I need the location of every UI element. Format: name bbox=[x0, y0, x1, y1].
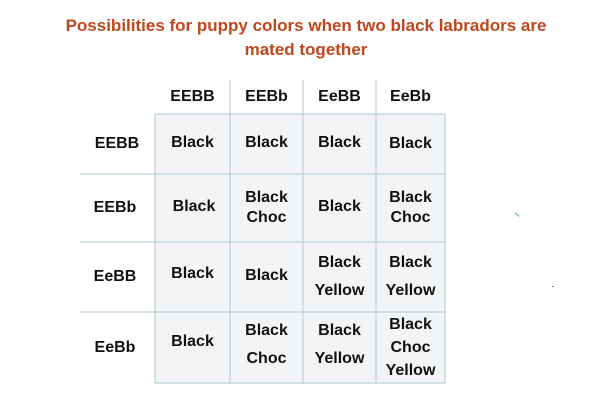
punnett-cell: Black Yellow bbox=[376, 246, 445, 308]
cell-line: Choc bbox=[246, 209, 287, 226]
punnett-cell: Black bbox=[230, 114, 303, 172]
punnett-cell: Black Yellow bbox=[303, 314, 376, 376]
cell-line: Black bbox=[245, 322, 288, 339]
punnett-cell: Black Choc bbox=[230, 314, 303, 376]
cell-line: Black bbox=[318, 254, 361, 271]
title-line-2: mated together bbox=[244, 40, 368, 59]
cell-line: Black bbox=[171, 134, 214, 151]
page-title: Possibilities for puppy colors when two … bbox=[0, 14, 612, 62]
cell-line: Black bbox=[318, 322, 361, 339]
cell-line: Black bbox=[318, 198, 361, 215]
punnett-cell: Black bbox=[303, 174, 376, 240]
col-header: EeBb bbox=[390, 88, 431, 105]
row-header: EeBB bbox=[93, 268, 137, 285]
title-line-1: Possibilities for puppy colors when two … bbox=[65, 16, 547, 35]
row-header: EEBb bbox=[93, 199, 137, 216]
cell-line: Black bbox=[389, 254, 432, 271]
punnett-cell: Black Choc bbox=[376, 174, 445, 242]
punnett-cell: Black bbox=[155, 114, 230, 172]
cell-line: Black bbox=[389, 135, 432, 152]
cell-line: Yellow bbox=[314, 350, 365, 367]
cell-line: Yellow bbox=[314, 282, 365, 299]
punnett-cell: Black Yellow bbox=[303, 246, 376, 308]
cell-line: Black bbox=[389, 189, 432, 206]
col-header: EEBB bbox=[170, 88, 215, 105]
cell-line: Choc bbox=[390, 209, 431, 226]
punnett-cell: Black bbox=[230, 242, 303, 310]
grid-background bbox=[155, 114, 445, 383]
cell-line: Black bbox=[171, 265, 214, 282]
cell-line: Yellow bbox=[385, 361, 436, 379]
col-header: EEBb bbox=[245, 88, 288, 105]
cell-line: Black bbox=[245, 267, 288, 284]
punnett-cell: Black bbox=[303, 114, 376, 172]
cell-line: Black bbox=[318, 134, 361, 151]
cell-line: Black bbox=[245, 189, 288, 206]
cell-line: Black bbox=[245, 134, 288, 151]
cell-line: Choc bbox=[390, 338, 431, 356]
cell-line: Yellow bbox=[385, 282, 436, 299]
cell-line: Choc bbox=[246, 350, 287, 367]
punnett-cell: Black bbox=[376, 114, 445, 174]
row-header: EEBB bbox=[94, 135, 140, 152]
col-header: EeBB bbox=[318, 88, 361, 105]
cell-line: Black bbox=[172, 198, 216, 215]
punnett-cell: Black Choc bbox=[230, 174, 303, 242]
punnett-cell: Black bbox=[158, 174, 230, 240]
row-header: EeBb bbox=[94, 338, 136, 356]
punnett-cell: Black bbox=[155, 242, 230, 306]
punnett-cell: Black bbox=[155, 312, 230, 372]
stray-mark bbox=[552, 286, 554, 287]
cell-line: Black bbox=[389, 315, 432, 333]
cell-line: Black bbox=[171, 333, 214, 350]
punnett-cell: Black Choc Yellow bbox=[376, 312, 445, 383]
